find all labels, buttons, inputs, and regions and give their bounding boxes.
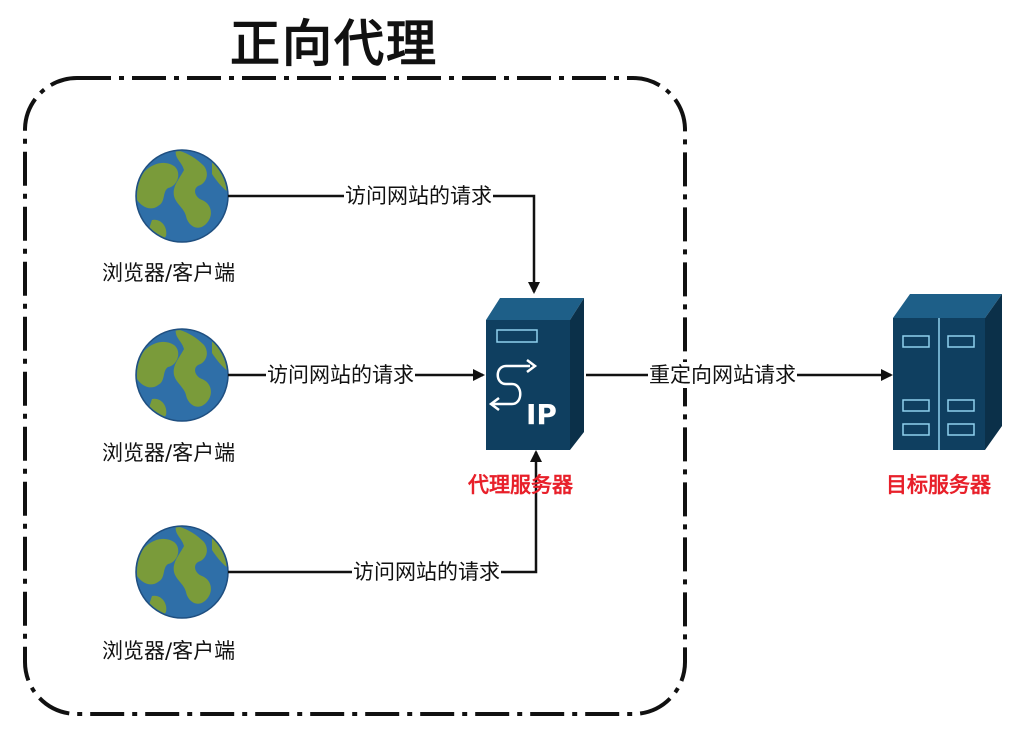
- edge-client1-to-proxy: [228, 194, 540, 294]
- globe-icon: [136, 526, 228, 618]
- diagram-title: 正向代理: [230, 15, 438, 73]
- client-label-3: 浏览器/客户端: [102, 639, 236, 663]
- edge-client3-to-proxy: [228, 450, 542, 574]
- client-label-1: 浏览器/客户端: [102, 261, 236, 285]
- client-label-2: 浏览器/客户端: [102, 441, 236, 465]
- globe-icon: [136, 329, 228, 421]
- edge-label-client1: 访问网站的请求: [344, 183, 493, 209]
- proxy-server-label: 代理服务器: [468, 473, 573, 497]
- proxy-zone-boundary: [23, 76, 687, 716]
- proxy-ip-badge: IP: [526, 398, 557, 431]
- proxy-server-icon: IP: [486, 298, 584, 450]
- server-rack-icon: [893, 294, 1002, 450]
- globe-icon: [136, 150, 228, 242]
- edge-label-client2: 访问网站的请求: [266, 362, 415, 388]
- edge-label-client3: 访问网站的请求: [352, 559, 501, 585]
- edge-label-redirect: 重定向网站请求: [648, 362, 797, 388]
- target-server-label: 目标服务器: [886, 473, 991, 497]
